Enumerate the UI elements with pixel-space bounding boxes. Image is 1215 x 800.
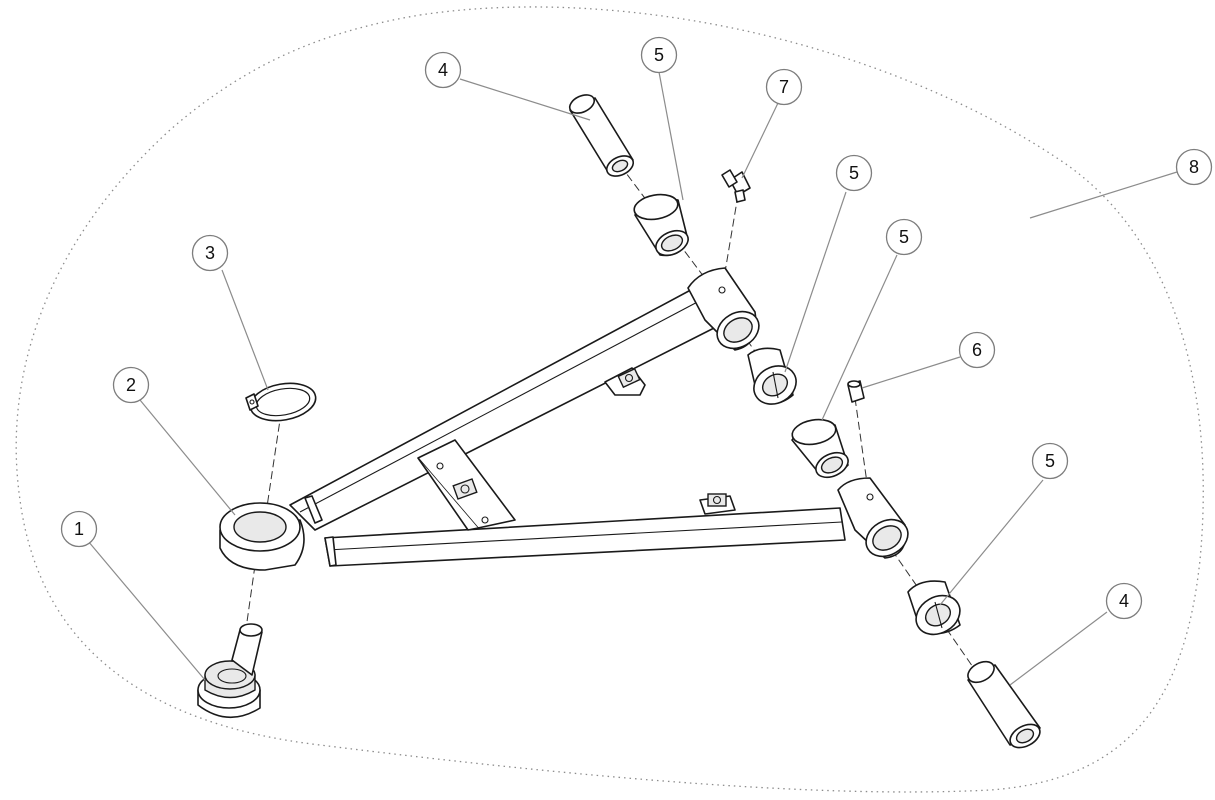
callout-3: 3 <box>191 234 229 272</box>
callout-8: 8 <box>1175 148 1213 186</box>
callout-5-top: 5 <box>640 36 678 74</box>
svg-text:3: 3 <box>205 243 215 263</box>
leader-lines <box>87 71 1178 686</box>
callout-5-middle-right: 5 <box>885 218 923 256</box>
a-arm-frame <box>289 267 909 567</box>
svg-text:5: 5 <box>1045 451 1055 471</box>
bushing <box>907 580 961 636</box>
assembly-boundary <box>15 6 1204 793</box>
svg-text:6: 6 <box>972 340 982 360</box>
svg-text:4: 4 <box>438 60 448 80</box>
callout-4-upper: 4 <box>424 51 462 89</box>
callout-4-lower: 4 <box>1105 582 1143 620</box>
bushing <box>791 418 849 479</box>
ball-joint <box>197 623 263 719</box>
grease-fitting-straight <box>847 380 865 403</box>
callout-5-lower-right: 5 <box>1031 442 1069 480</box>
callout-2: 2 <box>112 366 150 404</box>
callout-5-upper-right: 5 <box>835 154 873 192</box>
retaining-ring <box>245 382 317 422</box>
svg-text:5: 5 <box>899 227 909 247</box>
bushing <box>633 193 689 257</box>
svg-text:8: 8 <box>1189 157 1199 177</box>
svg-text:1: 1 <box>74 519 84 539</box>
ball-joint-housing <box>219 502 305 571</box>
callout-6: 6 <box>958 331 996 369</box>
pivot-sleeve <box>568 94 635 177</box>
svg-text:5: 5 <box>654 45 664 65</box>
callout-7: 7 <box>765 68 803 106</box>
bushing <box>747 347 797 405</box>
grease-fitting-angled <box>721 169 751 203</box>
svg-text:4: 4 <box>1119 591 1129 611</box>
callouts: 1 2 3 4 4 5 5 5 <box>60 36 1213 620</box>
svg-text:7: 7 <box>779 77 789 97</box>
svg-text:5: 5 <box>849 163 859 183</box>
pivot-sleeve <box>967 660 1041 749</box>
callout-1: 1 <box>60 510 98 548</box>
svg-text:2: 2 <box>126 375 136 395</box>
